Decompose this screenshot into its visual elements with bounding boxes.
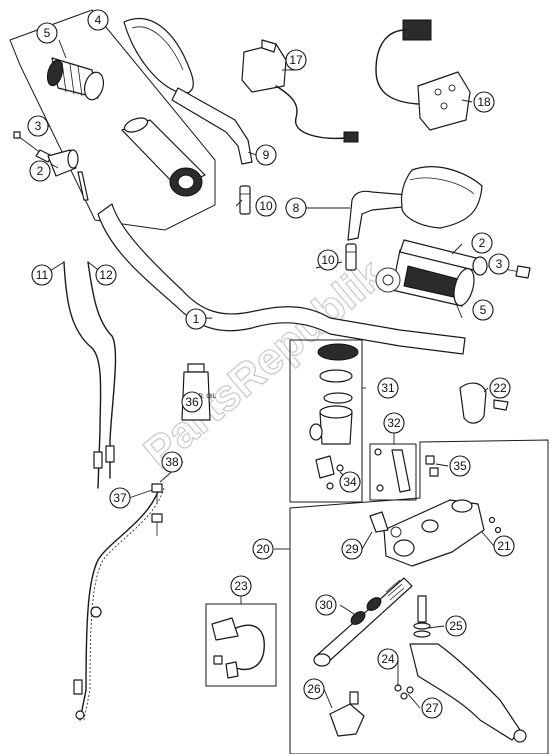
- callout-27: 27: [421, 697, 443, 719]
- callout-10-right: 10: [317, 249, 339, 271]
- mirror-adapter-left: [239, 185, 251, 215]
- callout-24: 24: [377, 648, 399, 670]
- svg-text:1: 1: [193, 312, 200, 326]
- switch-left: [241, 39, 359, 143]
- brake-hose: [73, 485, 165, 721]
- piston-30: [313, 577, 413, 667]
- callout-34: 34: [339, 471, 361, 493]
- svg-text:35: 35: [453, 459, 467, 473]
- callout-36: 36: [181, 391, 203, 413]
- brake-lever: [394, 595, 527, 743]
- throttle-tube: [121, 117, 206, 197]
- svg-text:36: 36: [185, 395, 199, 409]
- callout-1: 1: [185, 308, 207, 330]
- callout-29: 29: [341, 538, 363, 560]
- master-cylinder-kit-outline: [289, 439, 549, 754]
- callout-2-left: 2: [29, 160, 51, 182]
- screw-left: [13, 131, 53, 163]
- mirror-adapter-right: [345, 243, 357, 271]
- switch-right: [375, 19, 471, 131]
- svg-text:5: 5: [44, 26, 51, 40]
- svg-text:21: 21: [497, 539, 511, 553]
- svg-text:23: 23: [234, 579, 248, 593]
- kit-outline-4: [9, 9, 216, 231]
- callout-18: 18: [473, 91, 495, 113]
- bar-end-right: [399, 239, 488, 276]
- svg-text:29: 29: [345, 542, 359, 556]
- callout-38: 38: [161, 451, 183, 473]
- svg-text:10: 10: [321, 253, 335, 267]
- bar-end-left: [47, 149, 89, 201]
- svg-text:17: 17: [289, 53, 303, 67]
- callout-3-right: 3: [488, 253, 510, 275]
- svg-text:2: 2: [37, 164, 44, 178]
- bracket-32: [374, 448, 411, 493]
- brake-switch-kit-outline: [205, 603, 277, 687]
- callout-21: 21: [493, 535, 515, 557]
- svg-text:5: 5: [480, 303, 487, 317]
- brake-light-switch: [211, 617, 265, 679]
- callout-3-left: 3: [27, 115, 49, 137]
- left-grip: [46, 57, 105, 101]
- callout-22: 22: [489, 377, 511, 399]
- callout-12: 12: [95, 264, 117, 286]
- callout-2-right: 2: [471, 232, 493, 254]
- svg-text:34: 34: [343, 475, 357, 489]
- svg-text:12: 12: [99, 268, 113, 282]
- callout-26: 26: [303, 678, 325, 700]
- adjuster-26: [329, 691, 365, 737]
- callout-11: 11: [31, 264, 53, 286]
- bottle-label: HYDR. OIL: [186, 394, 217, 400]
- clip-29: [369, 511, 402, 538]
- svg-text:25: 25: [449, 619, 463, 633]
- reservoir-parts: [309, 343, 359, 490]
- mirror-left: [123, 17, 253, 165]
- throttle-cables: [63, 261, 117, 489]
- callout-9: 9: [255, 144, 277, 166]
- callout-37: 37: [109, 487, 131, 509]
- bolts-35: [425, 455, 439, 477]
- svg-text:32: 32: [387, 416, 401, 430]
- svg-text:38: 38: [165, 455, 179, 469]
- svg-text:37: 37: [113, 491, 127, 505]
- svg-text:2: 2: [479, 236, 486, 250]
- callout-25: 25: [445, 615, 467, 637]
- svg-text:3: 3: [35, 119, 42, 133]
- svg-text:8: 8: [293, 201, 300, 215]
- reservoir-kit-outline: [289, 339, 363, 503]
- svg-text:30: 30: [319, 598, 333, 612]
- banjo-bolts: [151, 483, 163, 536]
- callout-5-top: 5: [36, 22, 58, 44]
- callout-32: 32: [383, 412, 405, 434]
- mirror-right: [347, 166, 483, 241]
- svg-text:20: 20: [256, 542, 270, 556]
- svg-text:31: 31: [381, 381, 395, 395]
- callout-23: 23: [230, 575, 252, 597]
- callout-4: 4: [87, 9, 109, 31]
- svg-text:9: 9: [263, 148, 270, 162]
- callout-17: 17: [285, 49, 307, 71]
- svg-text:26: 26: [307, 682, 321, 696]
- svg-text:10: 10: [259, 199, 273, 213]
- callout-8: 8: [285, 197, 307, 219]
- clamp-22: [459, 382, 509, 424]
- callout-20: 20: [252, 538, 274, 560]
- svg-text:3: 3: [496, 257, 503, 271]
- master-cylinder-body: [383, 499, 502, 567]
- svg-text:22: 22: [493, 381, 507, 395]
- svg-text:27: 27: [425, 701, 439, 715]
- svg-text:18: 18: [477, 95, 491, 109]
- callout-31: 31: [377, 377, 399, 399]
- callout-5-right: 5: [472, 299, 494, 321]
- svg-text:24: 24: [381, 652, 395, 666]
- callout-35: 35: [449, 455, 471, 477]
- svg-text:11: 11: [36, 268, 49, 282]
- callout-30: 30: [315, 594, 337, 616]
- callout-10-left: 10: [255, 195, 277, 217]
- svg-text:4: 4: [95, 13, 102, 27]
